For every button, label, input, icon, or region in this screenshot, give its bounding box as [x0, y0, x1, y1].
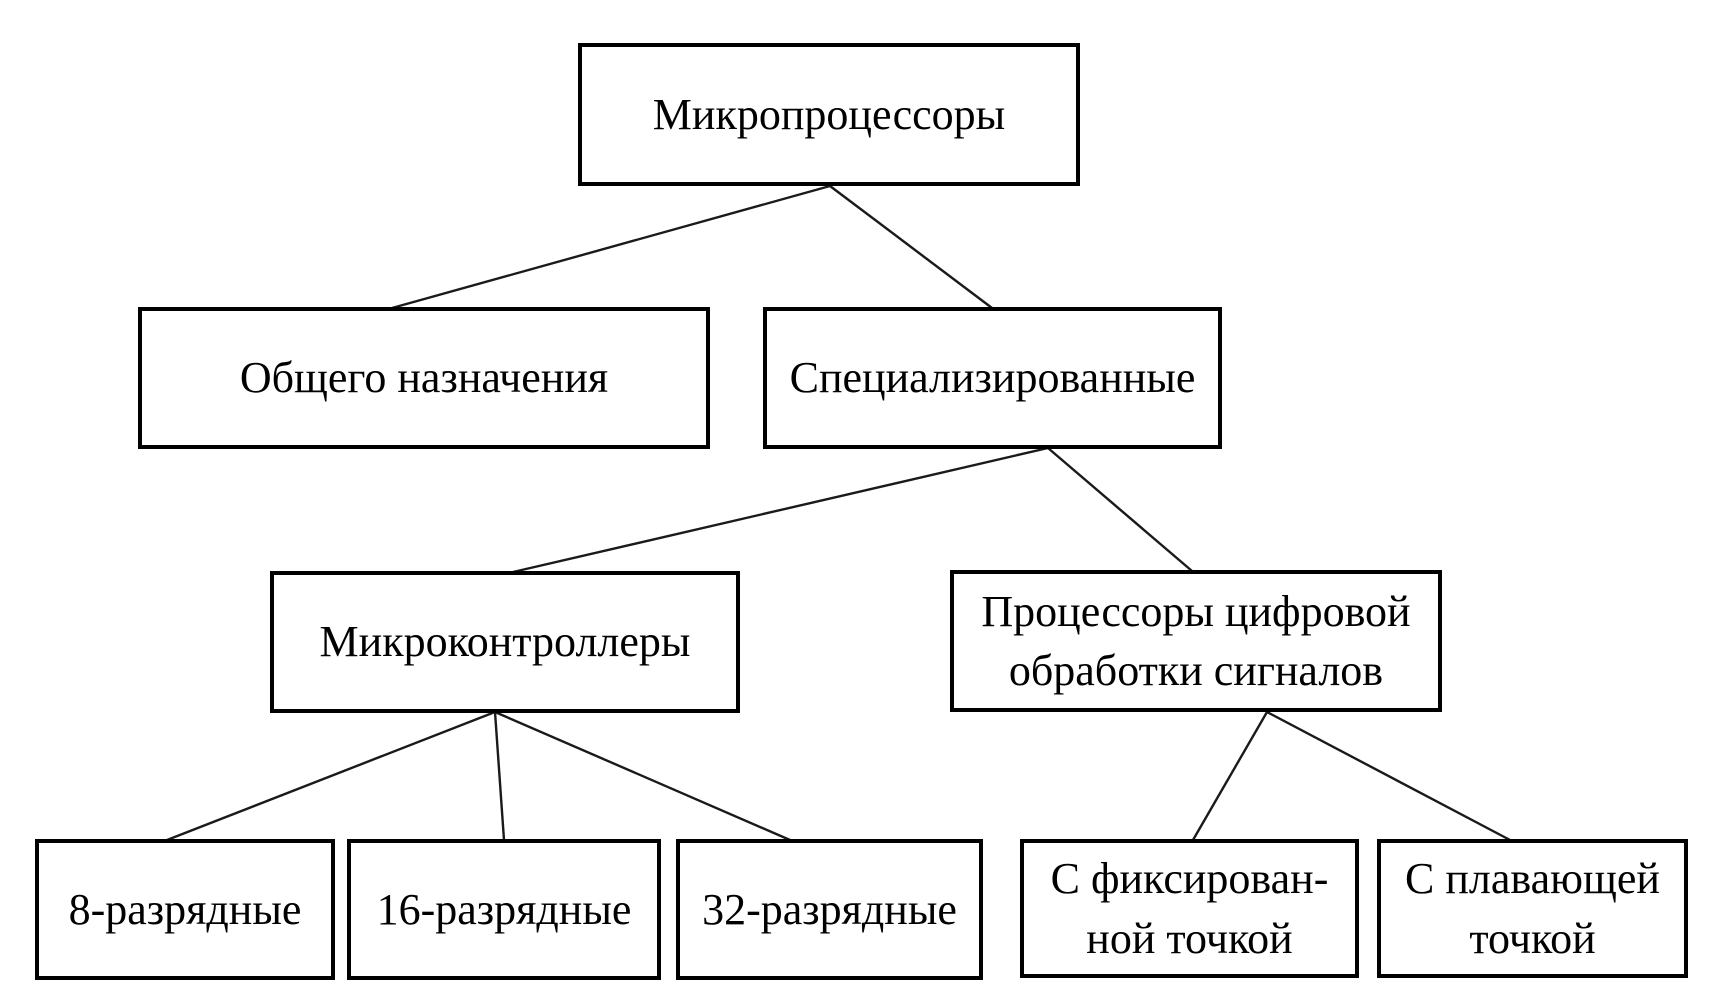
- edge-mcu-bit16: [493, 711, 506, 841]
- node-fixed-point-label: С фиксирован- ной точкой: [1050, 854, 1329, 963]
- node-microprocessors-label: Микропроцессоры: [652, 89, 1006, 139]
- node-digital-signal-processors-label: Процессоры цифровой обработки сигналов: [981, 586, 1411, 695]
- node-8-bit: 8-разрядные: [35, 839, 335, 980]
- edge-root-general: [391, 184, 831, 310]
- edge-mcu-bit32: [494, 710, 791, 842]
- node-specialized-label: Специализированные: [789, 353, 1196, 403]
- node-microcontrollers: Микроконтроллеры: [270, 571, 740, 713]
- node-microprocessors: Микропроцессоры: [578, 43, 1080, 186]
- node-32-bit: 32-разрядные: [676, 839, 983, 980]
- edge-dsp-fixed: [1191, 711, 1269, 841]
- node-general-purpose-label: Общего назначения: [239, 353, 609, 403]
- node-8-bit-label: 8-разрядные: [68, 884, 302, 934]
- node-digital-signal-processors: Процессоры цифровой обработки сигналов: [950, 570, 1442, 712]
- edge-mcu-bit8: [166, 710, 496, 842]
- edge-root-specialized: [829, 185, 993, 309]
- node-floating-point-label: С плавающей точкой: [1405, 854, 1660, 963]
- node-32-bit-label: 32-разрядные: [702, 884, 957, 934]
- edge-specialized-dsp: [1047, 447, 1193, 572]
- edge-specialized-mcu: [512, 446, 1049, 574]
- node-16-bit-label: 16-разрядные: [376, 884, 632, 934]
- node-general-purpose: Общего назначения: [138, 307, 710, 449]
- node-microcontrollers-label: Микроконтроллеры: [319, 617, 691, 667]
- node-floating-point: С плавающей точкой: [1377, 839, 1688, 978]
- node-16-bit: 16-разрядные: [347, 839, 661, 980]
- edge-dsp-floating: [1266, 710, 1511, 842]
- node-fixed-point: С фиксирован- ной точкой: [1020, 839, 1359, 978]
- node-specialized: Специализированные: [763, 307, 1222, 449]
